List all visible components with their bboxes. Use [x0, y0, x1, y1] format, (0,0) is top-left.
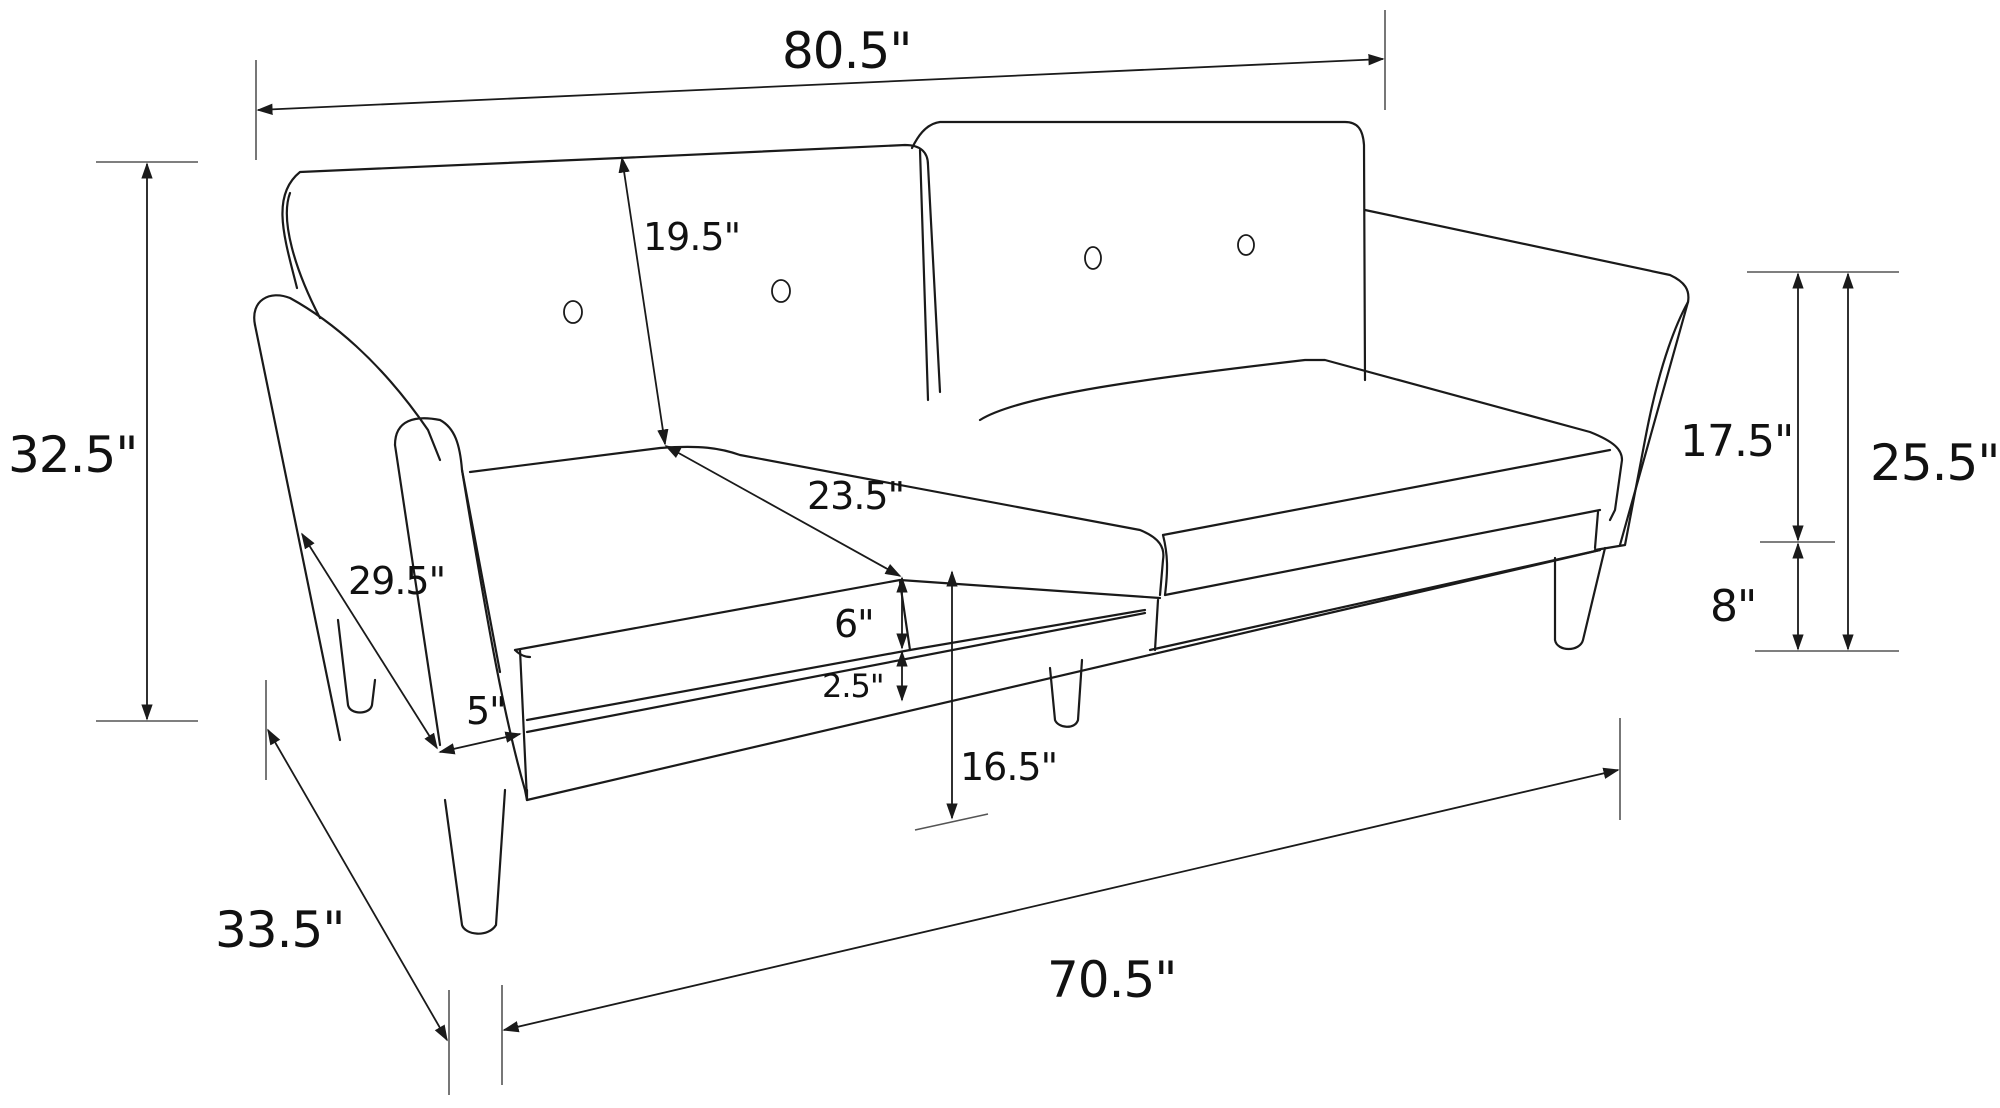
left-arm-front	[393, 417, 502, 674]
label-seat-cushion-thickness: 6"	[834, 602, 875, 646]
tuft-button-1	[563, 300, 583, 324]
label-overall-width: 80.5"	[782, 22, 912, 80]
tuft-button-4	[1237, 234, 1255, 256]
label-arm-height: 25.5"	[1870, 434, 2000, 492]
label-leg-height: 8"	[1710, 581, 1757, 632]
label-seat-base-thickness: 2.5"	[822, 667, 885, 705]
leg-front-right	[1553, 546, 1607, 651]
seat-cushion-right	[978, 358, 1624, 522]
leg-front-left	[443, 788, 507, 935]
label-arm-width: 5"	[466, 689, 507, 733]
label-seat-depth: 23.5"	[807, 474, 905, 518]
label-inner-seat-width: 70.5"	[1047, 951, 1177, 1009]
leg-middle	[1048, 658, 1084, 728]
label-overall-depth: 33.5"	[215, 901, 345, 959]
label-back-cushion-height: 19.5"	[643, 215, 741, 259]
backrest-left	[281, 143, 942, 394]
leg-back-left	[336, 618, 377, 714]
seat-cushion-left	[468, 445, 1165, 597]
tuft-button-2	[771, 279, 791, 303]
label-arm-height-above-seat: 17.5"	[1680, 416, 1794, 467]
label-arm-depth: 29.5"	[348, 559, 446, 603]
label-overall-height: 32.5"	[8, 426, 138, 484]
backrest-right	[910, 120, 1367, 382]
right-arm	[1593, 300, 1690, 552]
label-seat-height: 16.5"	[960, 745, 1058, 789]
dimension-lines	[96, 10, 1899, 1095]
tuft-button-3	[1084, 246, 1102, 270]
sofa-outline	[253, 120, 1690, 935]
left-arm-outer	[253, 294, 442, 462]
